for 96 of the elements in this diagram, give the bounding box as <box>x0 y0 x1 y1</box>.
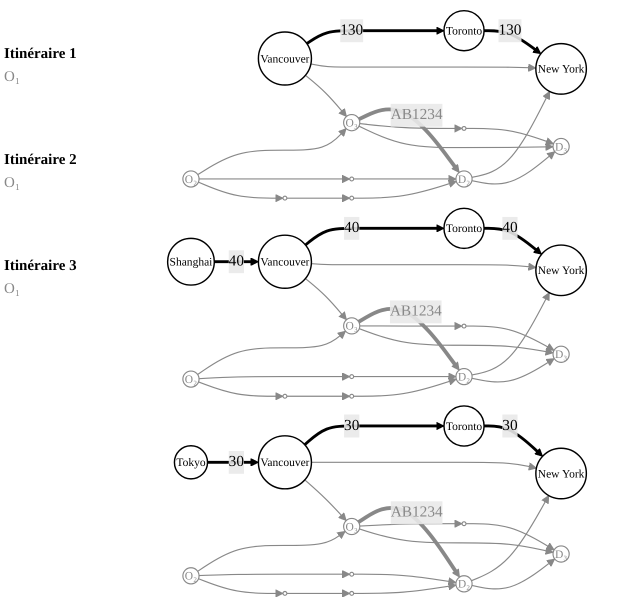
arrow <box>484 424 543 456</box>
arrow <box>197 330 346 374</box>
arrow <box>286 392 350 400</box>
arrow <box>310 62 536 72</box>
arrow <box>304 421 444 446</box>
node-circle <box>349 195 354 200</box>
arrow <box>306 26 444 44</box>
arrow <box>199 174 350 183</box>
node-circle <box>349 176 354 181</box>
node-circle: D₃ <box>552 137 570 155</box>
arrow <box>199 372 350 380</box>
arrow <box>466 127 554 145</box>
node-circle: Toronto <box>443 404 485 446</box>
node-circle: New York <box>535 244 588 296</box>
arrow <box>198 380 284 400</box>
node-circle <box>282 195 288 200</box>
panel-heading: Itinéraire 1 <box>4 46 78 63</box>
edge-label: 30 <box>228 453 244 470</box>
edge-label: AB1234 <box>390 302 442 320</box>
arrow <box>286 588 350 598</box>
node-label: O₁ <box>4 69 22 86</box>
panel-heading: Itinéraire 2 <box>4 152 78 169</box>
node-circle: O₃ <box>343 316 360 334</box>
node-circle: Toronto <box>443 9 485 51</box>
edge-label: AB1234 <box>390 504 443 520</box>
arrow <box>198 578 284 598</box>
edge-label: 30 <box>344 416 360 434</box>
node-circle: New York <box>535 447 588 499</box>
arrow <box>359 528 554 554</box>
arrow <box>472 150 556 184</box>
node-circle: D₃ <box>552 544 570 562</box>
arrow <box>354 573 456 586</box>
node-circle: Shanghai <box>166 237 216 286</box>
node-circle: O₂ <box>182 370 200 388</box>
edge-label: 130 <box>340 22 364 38</box>
arrow <box>305 74 347 116</box>
edge-label: 40 <box>228 252 244 269</box>
node-circle <box>349 374 354 379</box>
arrow <box>472 358 555 382</box>
arrow <box>198 181 284 202</box>
arrow <box>472 90 550 178</box>
node-circle: D₂ <box>455 574 473 592</box>
node-circle: O₃ <box>343 114 360 131</box>
node-circle <box>349 590 354 596</box>
node-circle <box>462 323 467 328</box>
arrow <box>354 179 457 198</box>
node-circle: D₃ <box>552 345 570 362</box>
arrow <box>358 125 554 151</box>
arrow <box>311 262 536 270</box>
arrow <box>354 376 457 396</box>
node-circle: O₂ <box>182 170 200 188</box>
edge-label: 40 <box>502 219 518 236</box>
arrow <box>466 522 555 550</box>
node-circle <box>282 590 288 596</box>
arrow <box>305 278 347 320</box>
arrow <box>354 174 456 183</box>
node-circle: Vancouver <box>258 434 312 490</box>
arrow <box>359 328 554 356</box>
arrow <box>471 494 550 581</box>
arrow <box>304 224 444 246</box>
node-circle: Toronto <box>443 207 485 249</box>
arrow <box>286 193 350 202</box>
arrow <box>472 558 556 589</box>
edge-label: 30 <box>502 416 518 434</box>
arrow <box>360 122 462 132</box>
arrow <box>199 570 350 578</box>
arrow <box>360 321 462 330</box>
arrow <box>484 226 542 254</box>
arrow <box>311 461 537 470</box>
arrow <box>472 292 550 376</box>
node-circle: Vancouver <box>258 234 312 288</box>
arrow <box>197 128 347 175</box>
arrow <box>354 582 456 594</box>
node-circle: D₂ <box>455 367 473 385</box>
arrow <box>208 458 259 466</box>
node-circle: New York <box>535 42 588 94</box>
arrow <box>354 372 456 380</box>
node-circle <box>282 393 288 398</box>
arrow <box>197 530 346 572</box>
node-circle: Tokyo <box>174 444 208 480</box>
node-circle <box>349 393 354 398</box>
panel-heading: Itinéraire 3 <box>4 258 78 275</box>
node-label: O₁ <box>4 281 22 298</box>
node-circle: Vancouver <box>258 30 312 86</box>
edge-label: AB1234 <box>390 106 443 122</box>
node-circle: O₂ <box>182 566 200 584</box>
edge-label: 40 <box>344 219 360 236</box>
node-circle: O₃ <box>343 517 360 535</box>
node-label: O₁ <box>4 175 22 192</box>
node-circle <box>462 520 467 526</box>
arrow <box>304 478 347 520</box>
arrow <box>466 325 554 350</box>
node-circle <box>349 571 354 576</box>
node-circle: D₂ <box>455 170 473 188</box>
edge-label: 130 <box>498 22 522 38</box>
node-circle <box>462 125 467 130</box>
